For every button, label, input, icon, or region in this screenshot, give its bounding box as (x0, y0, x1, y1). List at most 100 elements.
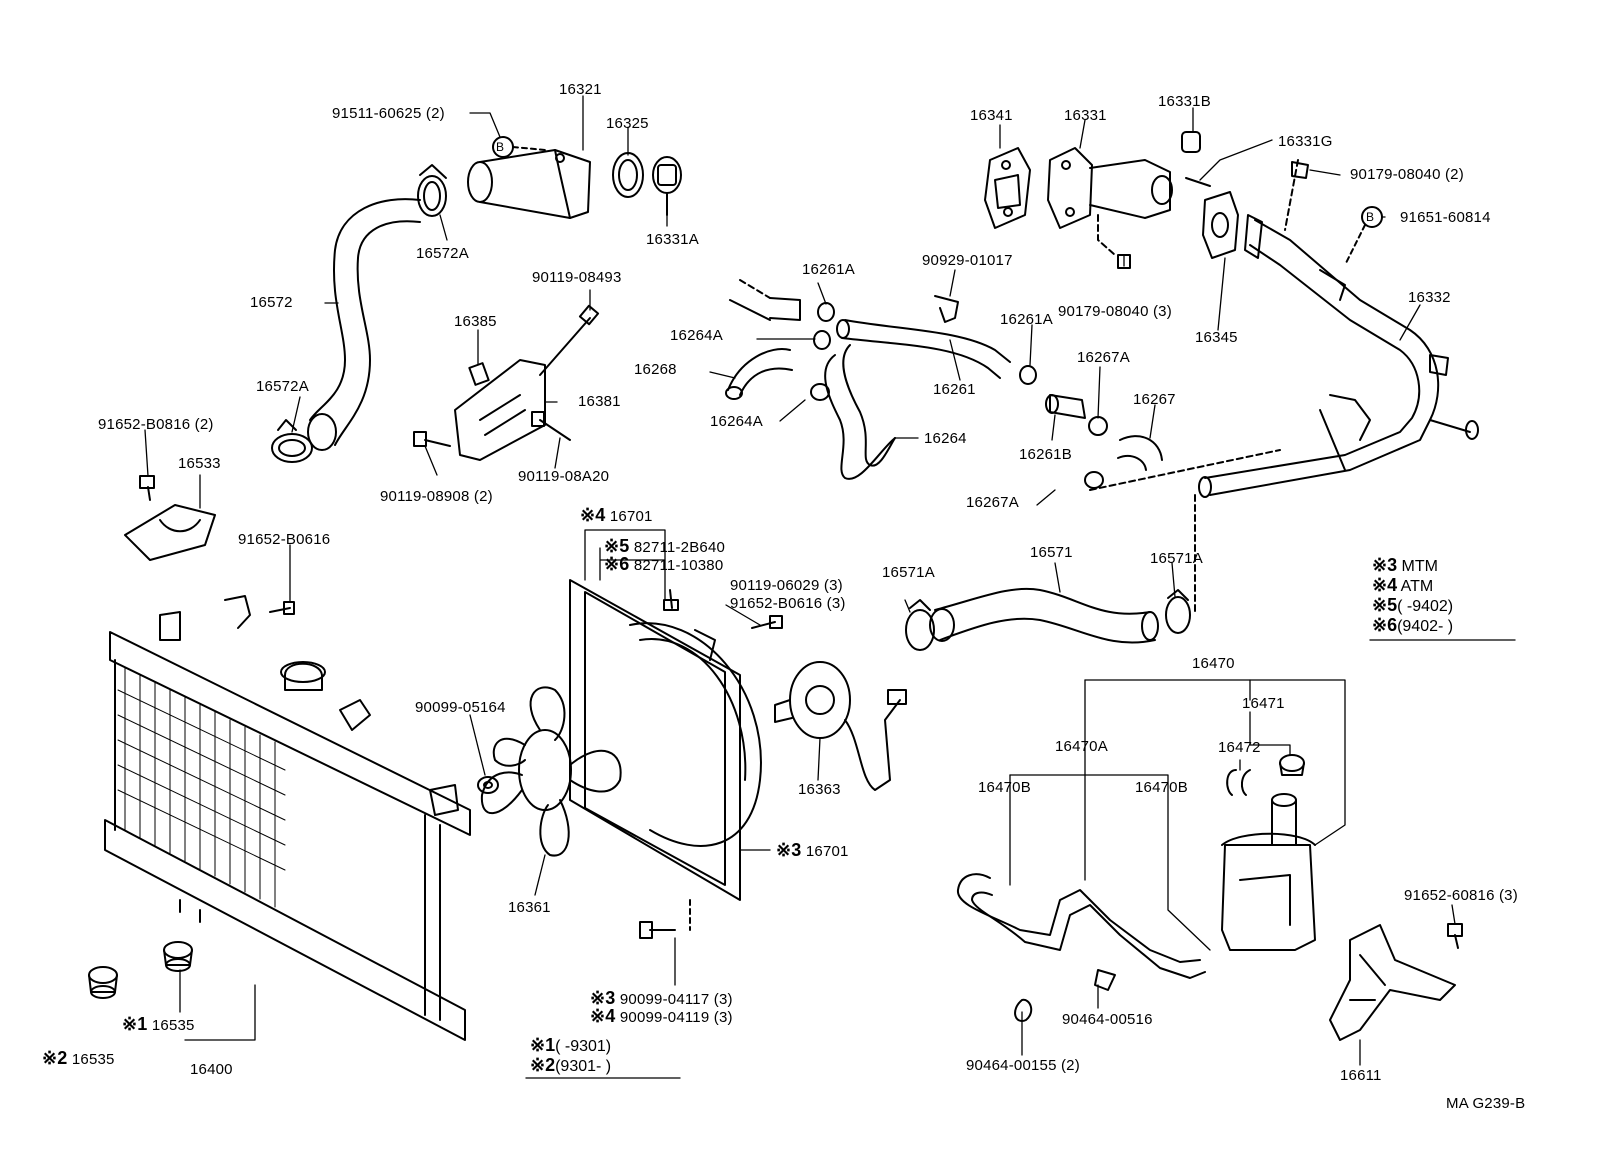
thermostat-16331a (652, 156, 682, 216)
label-16470: 16470 (1192, 655, 1235, 672)
label-16701-atm: ※4 16701 (580, 505, 653, 525)
label-91652-b0616: 91652-B0616 (238, 531, 331, 548)
label-16470a: 16470A (1055, 738, 1108, 755)
mark-1-grommet: ※1 (122, 1014, 148, 1034)
bypass-fittings (729, 279, 801, 321)
hose-clamp-16572a-low (271, 419, 313, 463)
label-82711-10380: ※6 82711-10380 (604, 554, 724, 574)
label-16535-variant-1-number: 16535 (151, 1017, 195, 1034)
nut-90099-05164 (477, 776, 499, 794)
upper-radiator-hose (307, 198, 421, 451)
label-16264: 16264 (924, 430, 967, 447)
clip-91652-b0616 (224, 595, 295, 629)
legend-text-5: ( -9402) (1397, 598, 1454, 615)
label-90119-08908: 90119-08908 (2) (380, 488, 493, 505)
label-90099-04117-number: 90099-04117 (3) (619, 991, 733, 1008)
cooling-fan (480, 686, 622, 857)
label-16345: 16345 (1195, 329, 1238, 346)
legend-row-1: ※1( -9301) (530, 1036, 611, 1056)
legend-row-3: ※3 MTM (1372, 556, 1453, 576)
hose-clamp-16572a-top (417, 164, 447, 217)
legend-text-mtm: MTM (1401, 558, 1438, 575)
label-16571: 16571 (1030, 544, 1073, 561)
label-16400: 16400 (190, 1061, 233, 1078)
label-16267a-a: 16267A (1077, 349, 1130, 366)
label-82711-2b640: ※5 82711-2B640 (604, 536, 726, 556)
label-16471: 16471 (1242, 695, 1285, 712)
label-16470b-b: 16470B (1135, 779, 1188, 796)
label-90099-04119-number: 90099-04119 (3) (619, 1009, 733, 1026)
label-82711-2b640-number: 82711-2B640 (633, 539, 726, 556)
label-16331b: 16331B (1158, 93, 1211, 110)
legend-mark-5: ※5 (1372, 595, 1398, 615)
legend-text-1: ( -9301) (555, 1038, 612, 1055)
pipe-16268 (725, 348, 793, 400)
overflow-hose (956, 873, 1206, 979)
fitting-16261b (1045, 394, 1086, 419)
mark-6: ※6 (604, 554, 630, 574)
label-16701-mtm: ※3 16701 (776, 841, 849, 860)
label-16572: 16572 (250, 294, 293, 311)
label-16341: 16341 (970, 107, 1013, 124)
label-82711-10380-number: 82711-10380 (633, 557, 724, 574)
label-90929-01017: 90929-01017 (922, 252, 1013, 269)
label-16331: 16331 (1064, 107, 1107, 124)
label-16572a-top: 16572A (416, 245, 469, 262)
legend-mark-6: ※6 (1372, 615, 1398, 635)
label-90099-04119: ※4 90099-04119 (3) (590, 1006, 733, 1026)
bracket-16611 (1329, 923, 1463, 1041)
bolt-fan-upper (663, 589, 783, 629)
hose-16472 (1226, 769, 1251, 796)
mark-4: ※4 (580, 505, 606, 525)
cap-16471 (1279, 754, 1305, 776)
legend-mark-3: ※3 (1372, 555, 1398, 575)
label-16261: 16261 (933, 381, 976, 398)
leader-dashed-pipe (1089, 449, 1281, 491)
label-16331g: 16331G (1278, 133, 1333, 150)
label-16264a-b: 16264A (710, 413, 763, 430)
callout-b-left-letter: B (496, 140, 505, 154)
hose-16261 (836, 319, 1011, 379)
legend-row-5: ※5( -9402) (1372, 596, 1453, 616)
mark-4-bolt: ※4 (590, 1006, 616, 1026)
mark-5: ※5 (604, 536, 630, 556)
label-16535-variant-2: ※2 16535 (42, 1049, 115, 1068)
label-16264a-a: 16264A (670, 327, 723, 344)
gasket-16345 (1202, 191, 1239, 259)
label-91511-60625: 91511-60625 (2) (332, 105, 445, 122)
label-90179-08040-2: 90179-08040 (2) (1350, 166, 1464, 183)
water-inlet-16331 (1047, 147, 1173, 229)
label-16535-variant-2-number: 16535 (71, 1051, 115, 1068)
gasket-16325 (612, 152, 644, 198)
label-16571a-a: 16571A (882, 564, 935, 581)
label-90119-08a20: 90119-08A20 (518, 468, 610, 485)
hose-16264 (824, 344, 896, 480)
legend-row-4: ※4 ATM (1372, 576, 1453, 596)
label-91652-60816: 91652-60816 (3) (1404, 887, 1518, 904)
label-16535-variant-1: ※1 16535 (122, 1014, 195, 1034)
label-16701-atm-number: 16701 (609, 508, 653, 525)
label-16701-mtm-number: 16701 (805, 843, 849, 860)
label-16261b: 16261B (1019, 446, 1072, 463)
bolt-90119-08a20 (531, 411, 571, 441)
clamp-16571a-right (1165, 589, 1191, 634)
label-16267: 16267 (1133, 391, 1176, 408)
label-16261a-a: 16261A (802, 261, 855, 278)
label-90099-05164: 90099-05164 (415, 699, 506, 716)
label-16261a-b: 16261A (1000, 311, 1053, 328)
label-16331a-top: 16331A (646, 231, 699, 248)
label-90119-06029: 90119-06029 (3) (730, 577, 843, 594)
bracket-16381 (454, 359, 546, 461)
label-16470b-a: 16470B (978, 779, 1031, 796)
radiator (104, 611, 471, 1041)
label-90119-08493: 90119-08493 (532, 269, 622, 286)
label-90464-00516: 90464-00516 (1062, 1011, 1153, 1028)
diagram-code: MA G239-B (1446, 1095, 1526, 1112)
gasket-16341 (984, 147, 1031, 229)
clamp-16571a-left (905, 599, 935, 651)
mark-3-bolt: ※3 (590, 988, 616, 1008)
label-16381: 16381 (578, 393, 621, 410)
callout-b-left (492, 136, 546, 158)
